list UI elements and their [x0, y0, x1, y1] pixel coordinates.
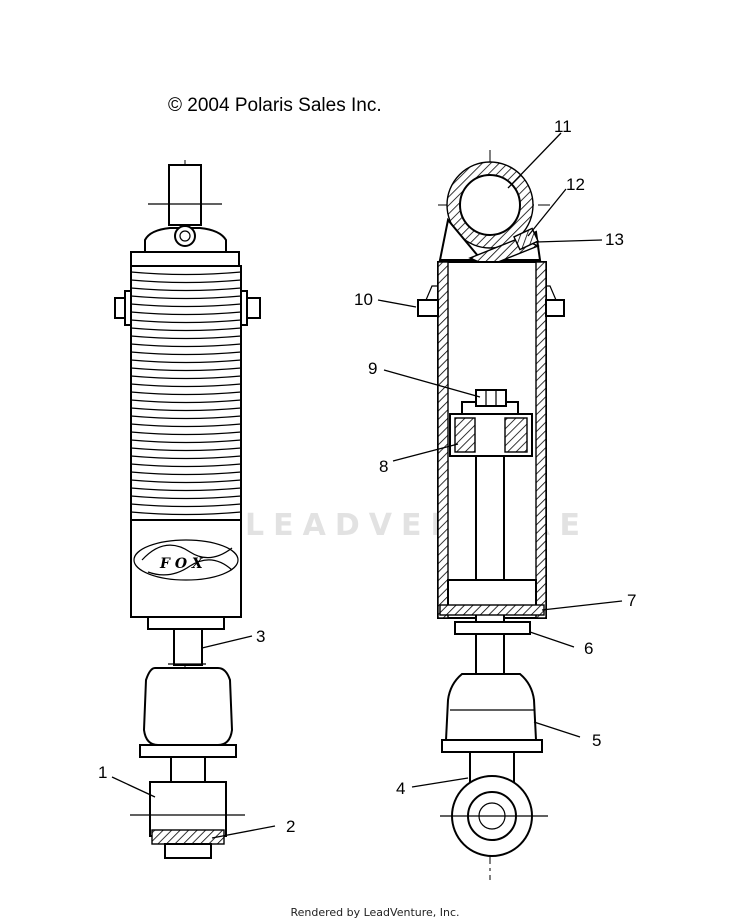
spring-coil [130, 319, 242, 324]
callout-5: 5 [592, 731, 601, 750]
spring-coil [130, 455, 242, 460]
spring-coil [130, 431, 242, 436]
spring-coil [130, 343, 242, 348]
spring-coil [130, 375, 242, 380]
right-shock-section [417, 150, 565, 880]
spring-coil [130, 423, 242, 428]
logo-decal: F O X [133, 539, 239, 581]
svg-text:F O X: F O X [159, 556, 204, 572]
callout-2: 2 [286, 817, 295, 836]
callout-3: 3 [256, 627, 265, 646]
spring-coil [130, 287, 242, 292]
spring-coil [130, 383, 242, 388]
callout-12: 12 [566, 175, 585, 194]
spring-coil [130, 351, 242, 356]
spring-coil [130, 439, 242, 444]
callout-numbers: 1 2 3 4 5 6 7 8 9 10 11 12 13 [98, 117, 636, 836]
spring-coil [130, 391, 242, 396]
spring-coil [130, 399, 242, 404]
copyright-text: © 2004 Polaris Sales Inc. [168, 95, 382, 116]
spring-coil [130, 479, 242, 484]
spring-coil [130, 503, 242, 508]
spring-coil [130, 303, 242, 308]
callout-4: 4 [396, 779, 405, 798]
callout-8: 8 [379, 457, 388, 476]
spring-coil [130, 359, 242, 364]
spring-coil [130, 511, 242, 516]
callout-10: 10 [354, 290, 373, 309]
callout-11: 11 [554, 117, 572, 136]
callout-9: 9 [368, 359, 377, 378]
callout-13: 13 [605, 230, 624, 249]
spring-coil [130, 407, 242, 412]
spring-coil [130, 495, 242, 500]
footer-credit: Rendered by LeadVenture, Inc. [290, 906, 460, 919]
spring-coil [130, 327, 242, 332]
spring-coil [130, 471, 242, 476]
callout-7: 7 [627, 591, 636, 610]
spring-coil [130, 367, 242, 372]
spring-coil [130, 271, 242, 276]
leader-lines [111, 132, 623, 839]
spring-coil [130, 487, 242, 492]
callout-1: 1 [98, 763, 107, 782]
spring-coil [130, 295, 242, 300]
spring-coil [130, 279, 242, 284]
spring-coils [130, 271, 242, 516]
spring-coil [130, 335, 242, 340]
spring-coil [130, 311, 242, 316]
spring-coil [130, 447, 242, 452]
left-shock-assembly: F O X [114, 160, 261, 860]
callout-6: 6 [584, 639, 593, 658]
spring-coil [130, 415, 242, 420]
spring-coil [130, 463, 242, 468]
